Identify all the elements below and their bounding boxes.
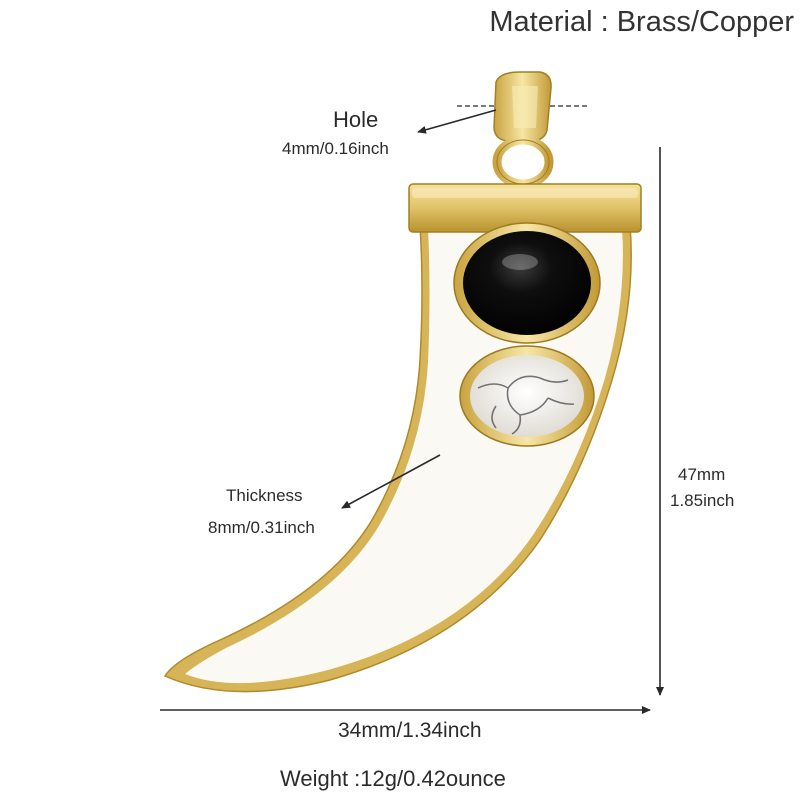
height-inch: 1.85inch [670,491,735,510]
black-onyx-stone [453,222,601,344]
material-label: Material : Brass/Copper [489,6,794,38]
thickness-arrow [341,454,441,509]
white-howlite-stone [459,345,595,447]
width-label: 34mm/1.34inch [338,719,482,742]
gold-cap [408,183,642,233]
hole-size: 4mm/0.16inch [282,139,389,158]
bail [492,71,554,189]
hole-title: Hole [333,107,379,132]
thickness-title: Thickness [226,486,303,505]
height-mm: 47mm [678,465,726,484]
thickness-size: 8mm/0.31inch [208,518,315,537]
weight-label: Weight :12g/0.42ounce [280,766,506,791]
hole-arrow [417,109,497,134]
